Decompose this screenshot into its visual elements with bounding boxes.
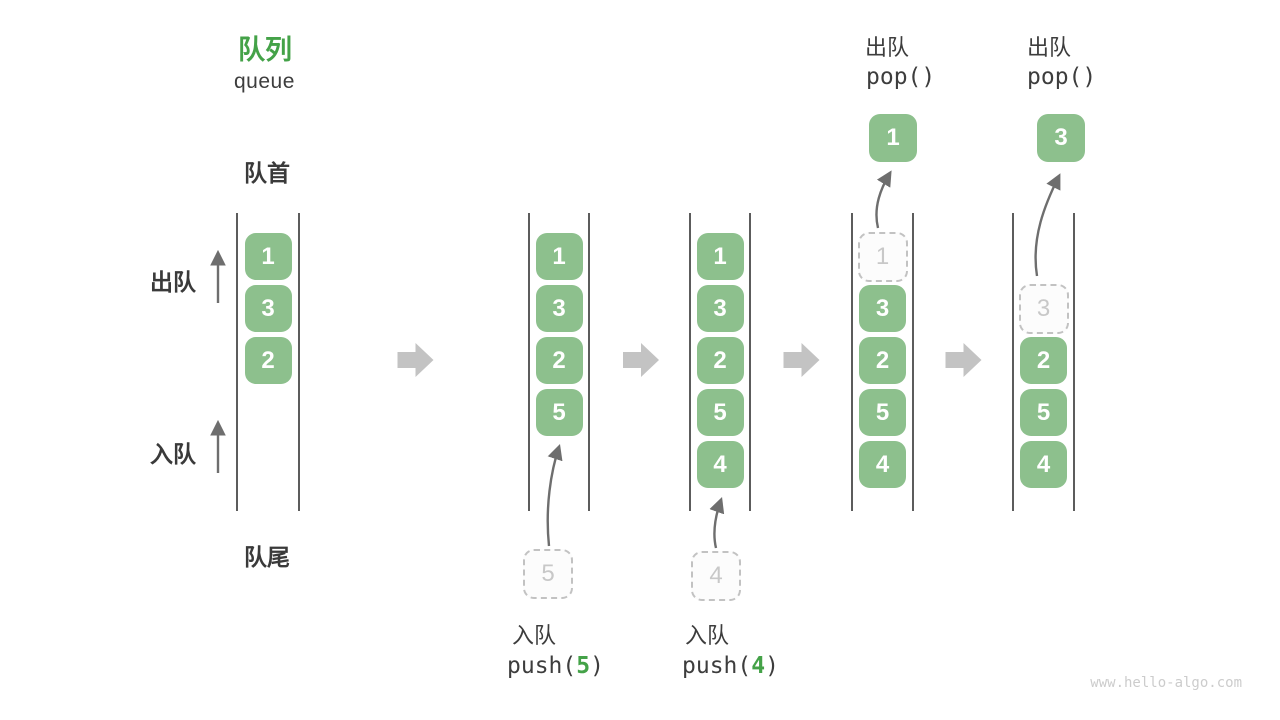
queue-cell: 4 bbox=[859, 441, 906, 488]
queue-cell: 1 bbox=[244, 233, 292, 280]
queue-cell: 2 bbox=[696, 337, 744, 384]
channel-wall-initial-right bbox=[298, 213, 300, 511]
channel-wall-initial-left bbox=[236, 213, 238, 511]
label-dequeue-direction: 出队 bbox=[150, 269, 196, 295]
queue-cell-ghost: 1 bbox=[857, 231, 908, 282]
op-code-push-5: push(5) bbox=[507, 653, 604, 679]
incoming-value-box: 5 bbox=[523, 549, 573, 599]
op-code-text: ) bbox=[765, 653, 779, 679]
queue-cell: 5 bbox=[535, 389, 583, 436]
queue-cell: 1 bbox=[696, 233, 744, 280]
popped-value-box: 1 bbox=[869, 114, 917, 162]
queue-cell: 1 bbox=[535, 233, 583, 280]
op-code-pop-3: pop() bbox=[1027, 64, 1096, 90]
queue-cell: 3 bbox=[244, 285, 292, 332]
queue-cell: 2 bbox=[244, 337, 292, 384]
queue-cell: 3 bbox=[535, 285, 583, 332]
channel-wall-push-4-left bbox=[689, 213, 691, 511]
op-code-text: ) bbox=[590, 653, 604, 679]
watermark: www.hello-algo.com bbox=[1090, 675, 1242, 691]
state-transition-arrow-1 bbox=[397, 343, 434, 377]
queue-cell: 4 bbox=[696, 441, 744, 488]
channel-wall-pop-1-left bbox=[851, 213, 853, 511]
popped-value-box: 3 bbox=[1037, 114, 1085, 162]
channel-wall-pop-3-right bbox=[1073, 213, 1075, 511]
op-code-text: pop() bbox=[866, 64, 936, 90]
channel-wall-push-5-left bbox=[528, 213, 530, 511]
enqueue-arrow-push5 bbox=[546, 444, 563, 547]
queue-cell: 5 bbox=[696, 389, 744, 436]
op-label-push-5: 入队 bbox=[512, 623, 557, 648]
op-label-push-4: 入队 bbox=[685, 623, 730, 648]
op-code-pop-1: pop() bbox=[866, 64, 935, 90]
op-code-text: push( bbox=[507, 653, 577, 679]
page-subtitle: queue bbox=[234, 70, 295, 93]
queue-cell: 5 bbox=[859, 389, 906, 436]
op-label-pop-1: 出队 bbox=[865, 35, 910, 60]
incoming-value-box: 4 bbox=[691, 551, 741, 601]
op-code-arg: 4 bbox=[751, 653, 766, 679]
channel-wall-push-5-right bbox=[588, 213, 590, 511]
queue-cell: 2 bbox=[1020, 337, 1067, 384]
channel-wall-pop-1-right bbox=[912, 213, 914, 511]
queue-cell: 2 bbox=[535, 337, 583, 384]
op-code-text: pop() bbox=[1027, 64, 1097, 90]
label-queue-rear: 队尾 bbox=[244, 544, 290, 570]
enqueue-arrow-push4 bbox=[709, 497, 725, 549]
queue-cell: 3 bbox=[696, 285, 744, 332]
queue-cell: 3 bbox=[859, 285, 906, 332]
op-code-push-4: push(4) bbox=[682, 653, 779, 679]
state-transition-arrow-4 bbox=[945, 343, 982, 377]
queue-cell: 5 bbox=[1020, 389, 1067, 436]
channel-wall-push-4-right bbox=[749, 213, 751, 511]
state-transition-arrow-3 bbox=[783, 343, 820, 377]
queue-cell-ghost: 3 bbox=[1018, 283, 1069, 334]
page-title: 队列 bbox=[238, 35, 292, 65]
label-queue-front: 队首 bbox=[244, 160, 290, 186]
queue-cell: 4 bbox=[1020, 441, 1067, 488]
dequeue-arrow-pop1 bbox=[875, 170, 892, 229]
channel-wall-pop-3-left bbox=[1012, 213, 1014, 511]
label-enqueue-direction: 入队 bbox=[150, 441, 196, 467]
op-code-text: push( bbox=[682, 653, 752, 679]
dequeue-arrow-pop3 bbox=[1034, 173, 1061, 277]
op-label-pop-3: 出队 bbox=[1027, 35, 1072, 60]
state-transition-arrow-2 bbox=[623, 343, 659, 377]
op-code-arg: 5 bbox=[576, 653, 591, 679]
queue-cell: 2 bbox=[859, 337, 906, 384]
